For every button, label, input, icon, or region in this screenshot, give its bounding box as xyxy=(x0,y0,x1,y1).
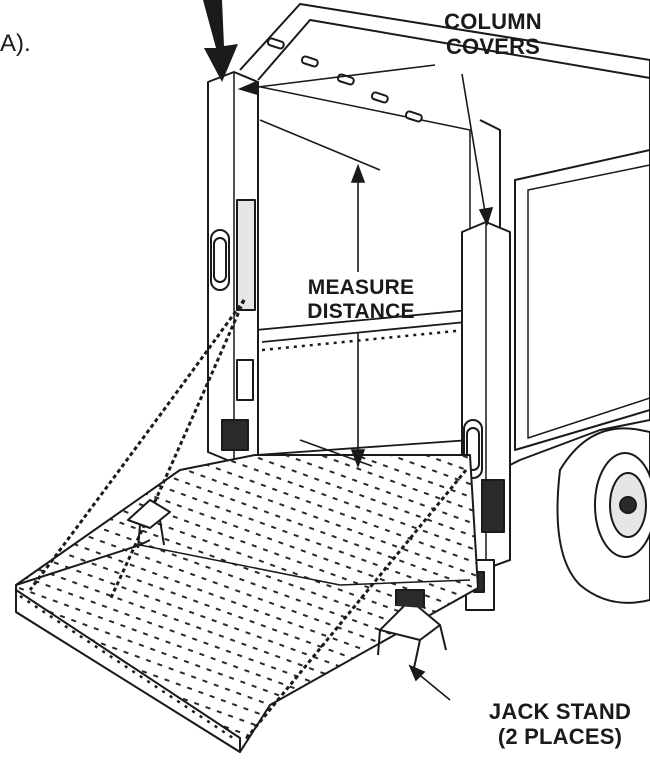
measure-distance-dimension xyxy=(259,119,381,469)
platform xyxy=(15,454,479,753)
measure-distance-label-line2: DISTANCE xyxy=(307,299,415,323)
measure-distance-label-line1: MEASURE xyxy=(307,276,415,299)
jack-stand-label: JACK STAND (2 PLACES) xyxy=(470,699,650,749)
jack-stand-leader xyxy=(408,664,451,701)
column-covers-label: COLUMN COVERS xyxy=(418,9,568,59)
left-column xyxy=(207,71,259,463)
measure-distance-label: MEASURE DISTANCE xyxy=(286,276,436,323)
column-covers-label-line2: COVERS xyxy=(445,33,541,59)
chains xyxy=(28,299,468,741)
rear-wheel xyxy=(556,427,650,604)
column-covers-label-line1: COLUMN xyxy=(444,9,542,34)
jack-stand-label-line2: (2 PLACES) xyxy=(497,723,623,749)
cropped-text-fragment: A). xyxy=(0,30,31,57)
large-pointer-arrow xyxy=(203,0,238,82)
jack-stand-label-line1: JACK STAND xyxy=(488,699,632,724)
jack-stands xyxy=(127,499,447,669)
column-covers-leaders xyxy=(237,64,494,227)
truck-body xyxy=(239,3,650,471)
platform-rear-rail xyxy=(255,309,471,456)
